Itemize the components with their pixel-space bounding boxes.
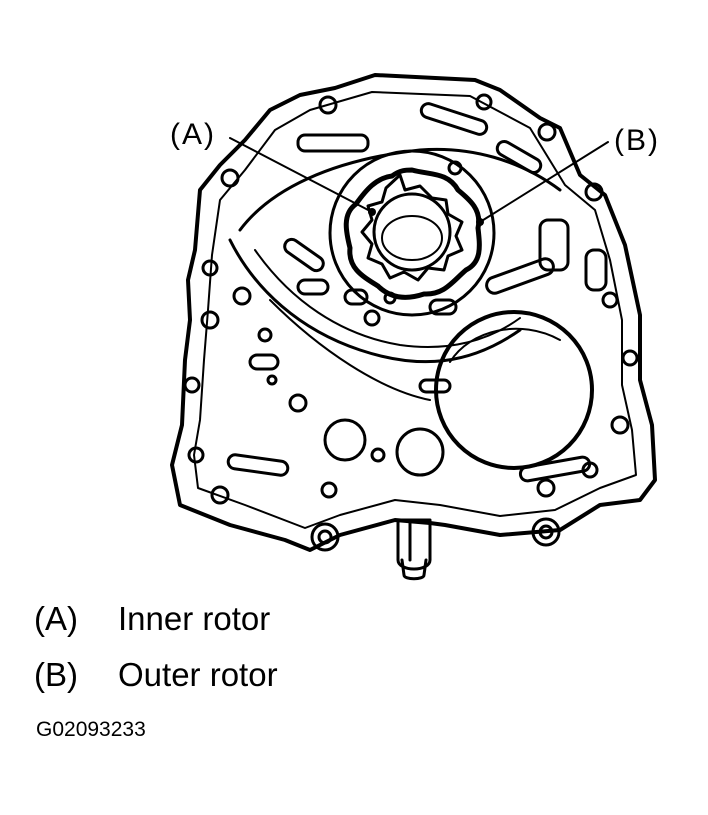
drain-plug [396, 518, 432, 581]
bore-center [395, 427, 445, 477]
large-bore [434, 310, 594, 470]
outer-rotor [343, 167, 482, 300]
legend-row-inner-rotor: (A) Inner rotor [34, 600, 270, 638]
bore-left [323, 418, 367, 462]
legend-key: (A) [34, 600, 78, 637]
housing-inner-edge [193, 91, 637, 529]
pump-body-illustration [170, 73, 657, 581]
pump-housing-outline [170, 73, 657, 552]
legend-row-outer-rotor: (B) Outer rotor [34, 656, 278, 694]
callout-label-b: (B) [614, 124, 660, 157]
inner-rotor [360, 173, 464, 282]
legend-key: (B) [34, 656, 78, 693]
leader-dot-a [368, 208, 376, 216]
bolt-holes [183, 93, 639, 552]
valve-body-passages [226, 102, 608, 483]
rotor-bore-inner [381, 215, 443, 261]
callout-label-a: (A) [170, 118, 216, 151]
leader-dot-b [476, 218, 484, 226]
leader-line-a [229, 137, 373, 213]
figure-id: G02093233 [36, 718, 146, 741]
rotor-housing-ring [328, 149, 496, 317]
leader-line-b [479, 141, 609, 223]
large-bore-shade [449, 327, 561, 363]
legend-text: Inner rotor [118, 600, 271, 637]
fluid-channel-inner [254, 249, 521, 401]
rotor-bore [372, 192, 452, 272]
legend-text: Outer rotor [118, 656, 278, 693]
